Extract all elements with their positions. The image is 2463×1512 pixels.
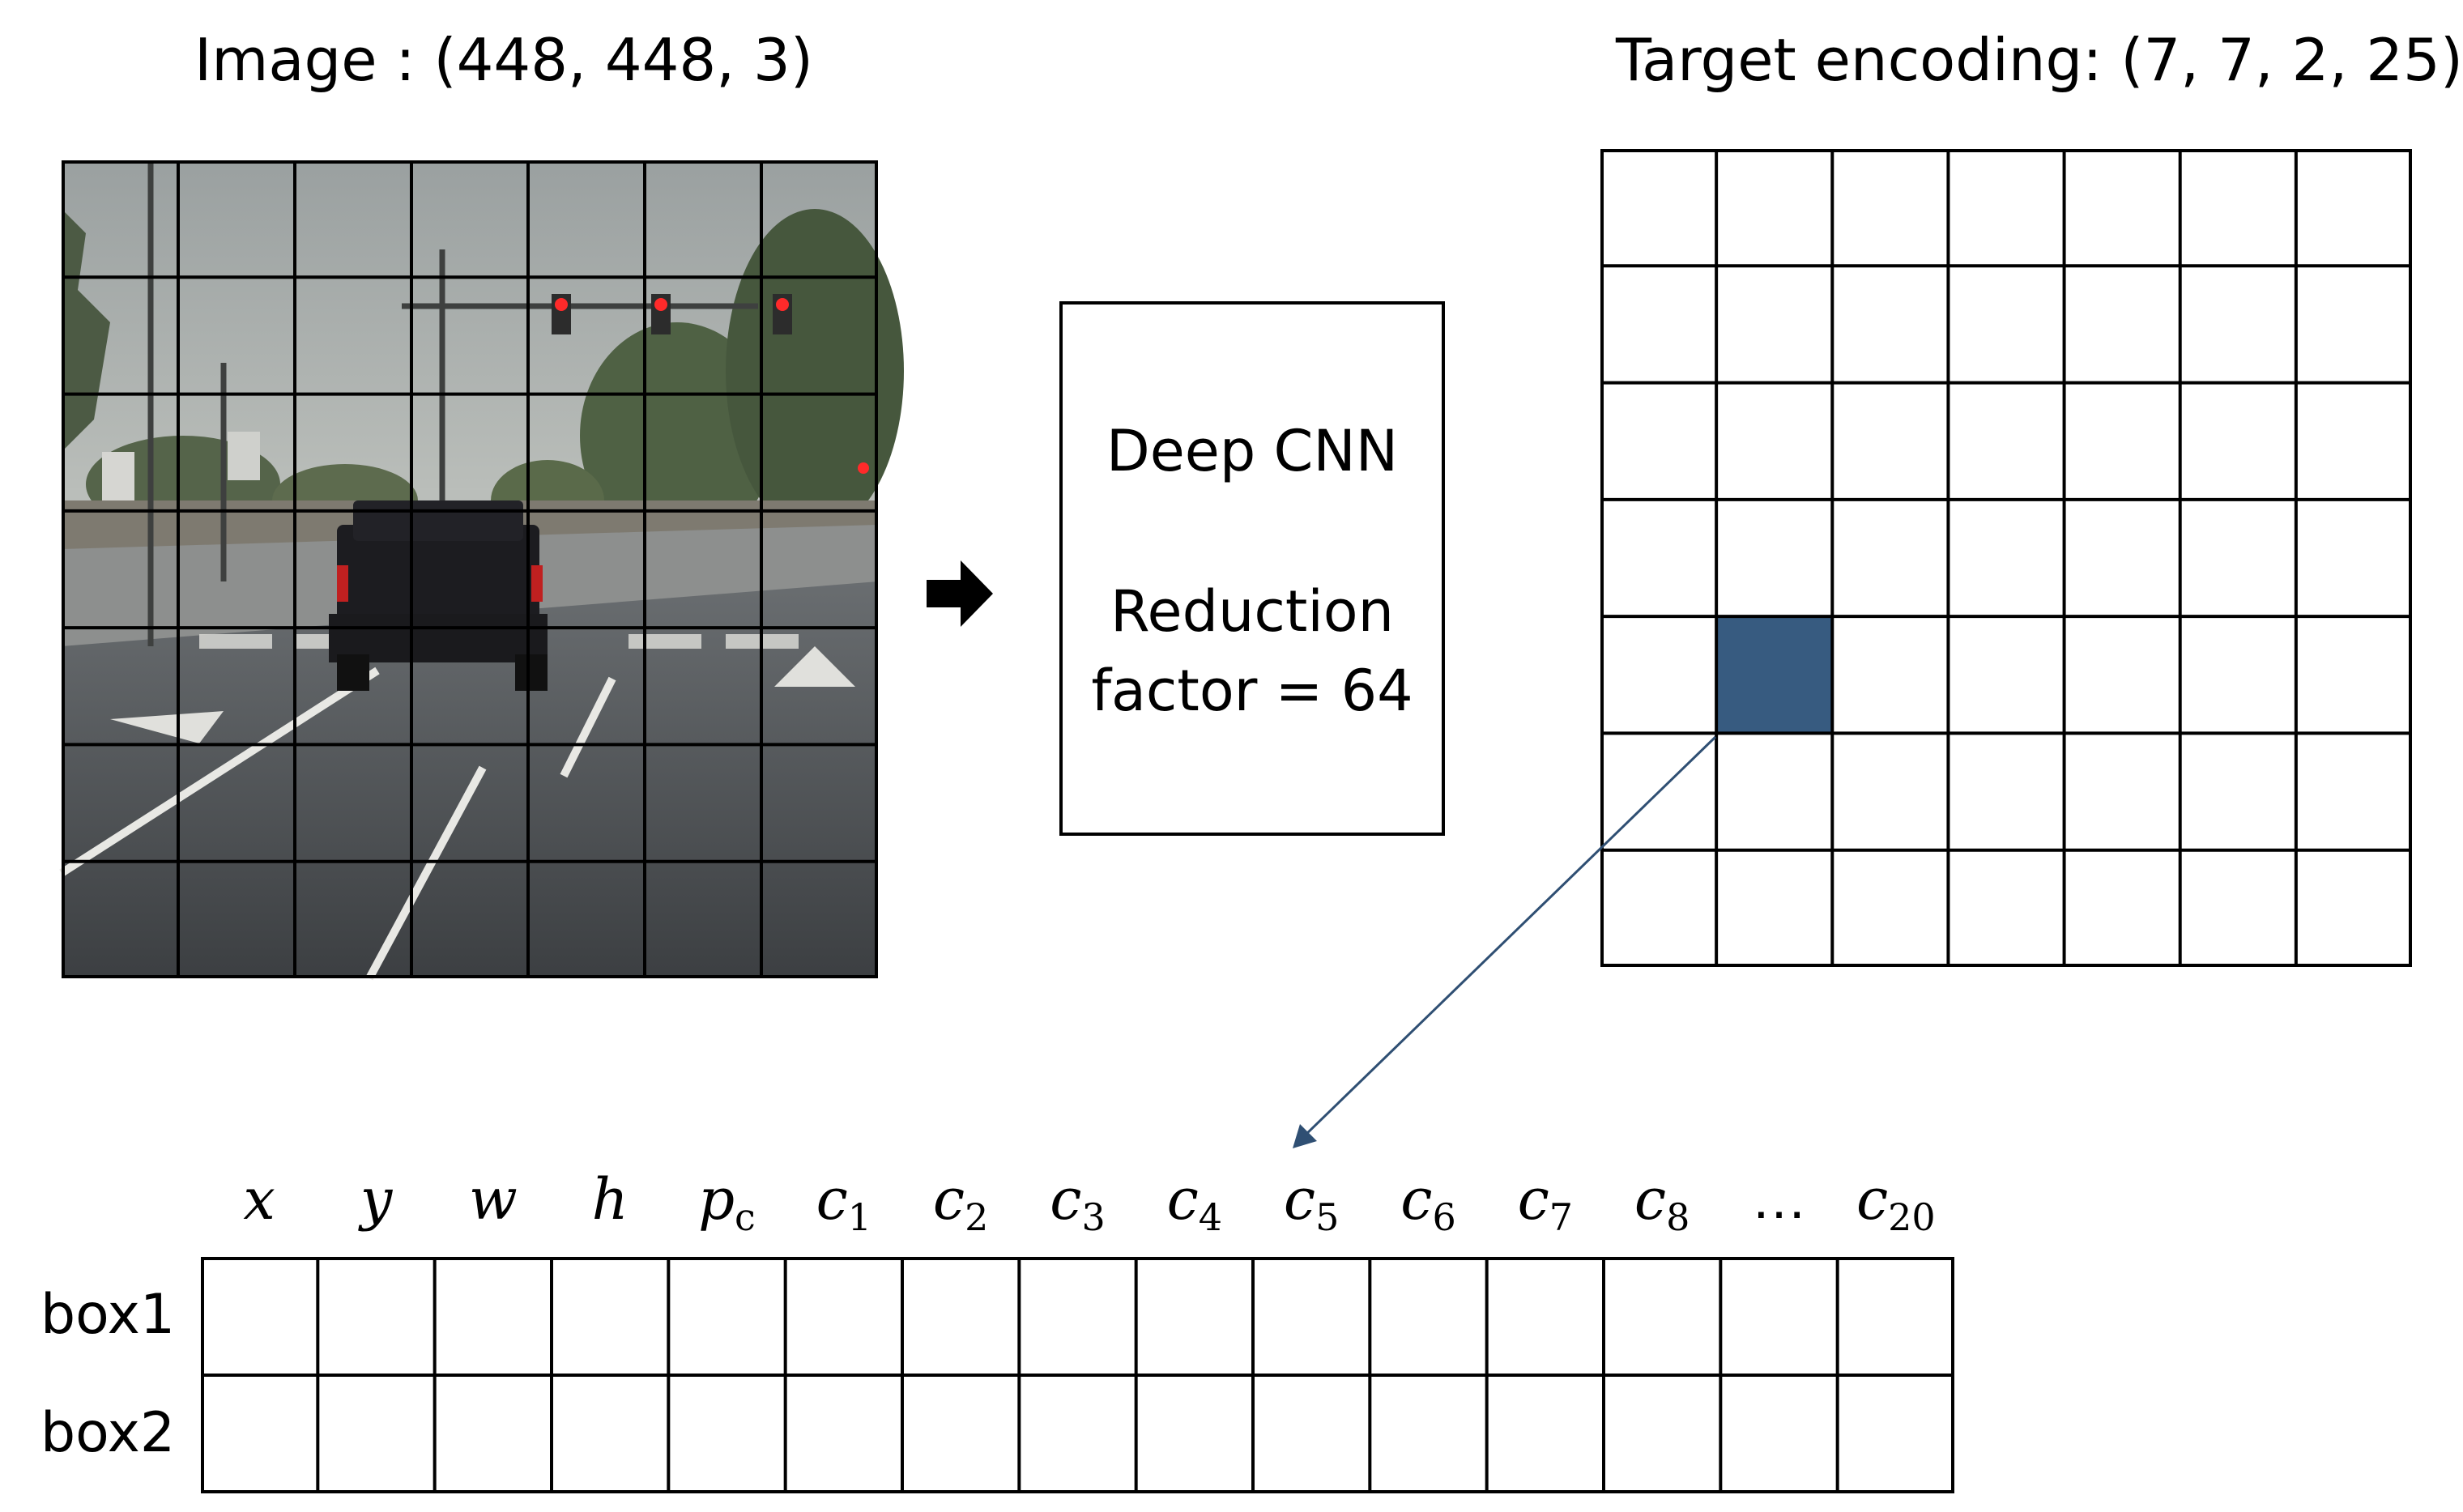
image-grid — [62, 160, 878, 978]
vector-header-symbol: c — [1400, 1166, 1433, 1233]
vector-header-subscript: 2 — [965, 1195, 989, 1239]
vector-header-subscript: 3 — [1081, 1195, 1106, 1239]
vector-header-subscript: 20 — [1888, 1195, 1936, 1239]
output-vector-table — [201, 1257, 1954, 1493]
row-label-box1: box1 — [40, 1283, 176, 1347]
vector-header-symbol: c — [1856, 1166, 1889, 1233]
vector-header-symbol: c — [1283, 1166, 1316, 1233]
highlighted-cell — [1716, 616, 1833, 734]
vector-header-subscript: 6 — [1432, 1195, 1456, 1239]
cnn-label: Deep CNN — [1106, 418, 1399, 484]
vector-header-y: y — [317, 1166, 434, 1233]
vector-header-c6: c6 — [1370, 1166, 1486, 1239]
vector-header-subscript: 8 — [1666, 1195, 1690, 1239]
vector-header-symbol: w — [468, 1166, 518, 1233]
vector-header-symbol: c — [1166, 1166, 1199, 1233]
reduction-label: Reduction — [1110, 578, 1394, 645]
deep-cnn-box: Deep CNN Reduction factor = 64 — [1059, 301, 1445, 836]
vector-header-c20: c20 — [1838, 1166, 1954, 1239]
vector-header-subscript: 7 — [1549, 1195, 1574, 1239]
vector-header-symbol: h — [591, 1166, 629, 1233]
target-encoding-title: Target encoding: (7, 7, 2, 25) — [1616, 26, 2463, 94]
image-title: Image : (448, 448, 3) — [194, 26, 813, 94]
vector-header-h: h — [552, 1166, 668, 1233]
right-arrow-icon — [927, 560, 993, 627]
vector-header-c1: c1 — [786, 1166, 902, 1239]
vector-header-subscript: 4 — [1198, 1195, 1223, 1239]
reduction-factor-label: factor = 64 — [1091, 658, 1413, 724]
row-label-box2: box2 — [40, 1401, 176, 1465]
vector-header-c2: c2 — [902, 1166, 1019, 1239]
vector-header-subscript: 5 — [1315, 1195, 1340, 1239]
target-encoding-grid — [1600, 149, 2412, 967]
vector-header-c4: c4 — [1136, 1166, 1253, 1239]
vector-header-subscript: 1 — [847, 1195, 872, 1239]
vector-header-c5: c5 — [1253, 1166, 1370, 1239]
vector-header-pc: pc — [668, 1166, 785, 1239]
vector-header-c7: c7 — [1487, 1166, 1604, 1239]
vector-header-symbol: y — [360, 1166, 393, 1233]
vector-header-w: w — [435, 1166, 552, 1233]
vector-header-c8: c8 — [1604, 1166, 1720, 1239]
vector-header-subscript: c — [735, 1195, 756, 1239]
vector-header-symbol: c — [932, 1166, 965, 1233]
vector-header-symbol: p — [698, 1166, 735, 1233]
vector-header-c3: c3 — [1019, 1166, 1136, 1239]
vector-header-symbol: … — [1750, 1167, 1808, 1230]
vector-header-x: x — [201, 1166, 317, 1233]
truck — [329, 500, 548, 691]
vector-header-symbol: c — [1050, 1166, 1082, 1233]
vector-header-symbol: c — [816, 1166, 848, 1233]
vector-header-symbol: x — [243, 1166, 275, 1233]
vector-header-symbol: c — [1517, 1166, 1549, 1233]
vector-header-symbol: c — [1634, 1166, 1667, 1233]
vector-header-ellipsis: … — [1720, 1166, 1837, 1231]
